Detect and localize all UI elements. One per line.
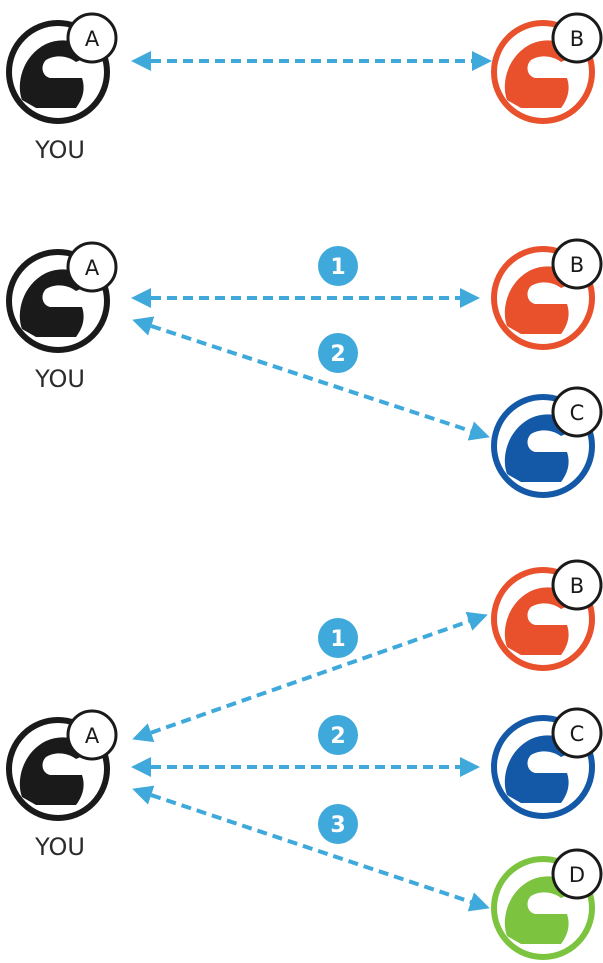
helmet-a-node: A: [6, 709, 118, 821]
helmet-badge-d: D: [569, 863, 585, 887]
link-arrow-a-c: [132, 316, 490, 441]
svg-text:1: 1: [330, 255, 345, 280]
step-badge-1: 1: [318, 246, 358, 286]
helmet-c-node: C: [491, 386, 603, 498]
helmet-c-node: C: [491, 707, 603, 819]
section-3: 1 2 3 A YOU B: [6, 559, 603, 960]
step-badge-3: 3: [318, 804, 358, 844]
step-badge-2: 2: [318, 333, 358, 373]
helmet-b-node: B: [491, 238, 603, 350]
svg-text:1: 1: [330, 627, 345, 652]
helmet-badge-b: B: [570, 574, 584, 598]
you-label: YOU: [34, 136, 85, 164]
helmet-b-node: B: [491, 12, 603, 124]
helmet-a-node: A: [6, 12, 118, 124]
helmet-badge-c: C: [570, 401, 585, 425]
step-badge-1: 1: [318, 618, 358, 658]
link-arrow-a-b: [132, 611, 488, 743]
helmet-badge-b: B: [570, 253, 584, 277]
you-label: YOU: [34, 365, 85, 393]
helmet-badge-b: B: [570, 27, 584, 51]
svg-text:2: 2: [330, 724, 345, 749]
helmet-b-node: B: [491, 559, 603, 671]
helmet-d-node: D: [491, 848, 603, 960]
step-badge-2: 2: [318, 715, 358, 755]
section-1: A YOU B: [6, 12, 603, 164]
helmet-a-node: A: [6, 241, 118, 353]
link-arrow-a-d: [132, 785, 490, 912]
helmet-badge-a: A: [85, 27, 100, 51]
helmet-badge-a: A: [85, 256, 100, 280]
svg-text:3: 3: [330, 813, 345, 838]
section-2: 1 2 A YOU B: [6, 238, 603, 498]
helmet-badge-a: A: [85, 724, 100, 748]
helmet-badge-c: C: [570, 722, 585, 746]
you-label: YOU: [34, 833, 85, 861]
svg-text:2: 2: [330, 342, 345, 367]
